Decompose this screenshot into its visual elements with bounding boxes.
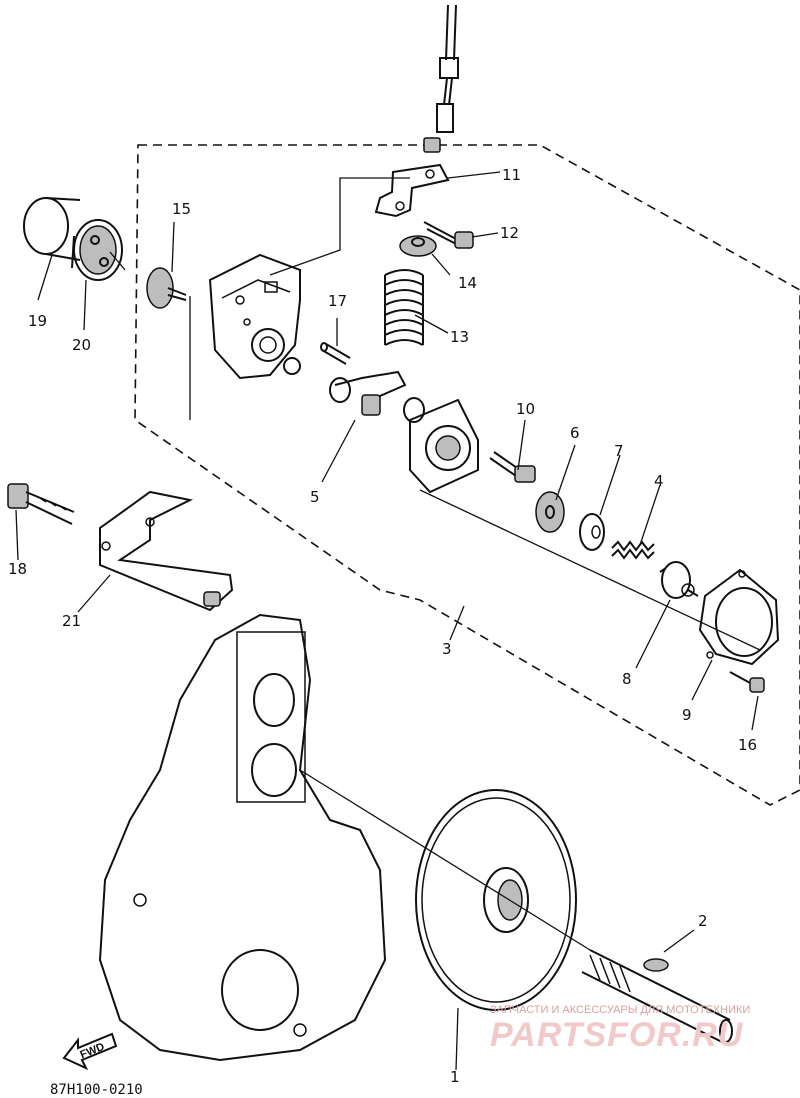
callout-8: 8 — [622, 670, 632, 688]
callout-11: 11 — [502, 166, 521, 184]
clip-7 — [579, 513, 605, 551]
callout-5: 5 — [310, 488, 320, 506]
pin-17 — [320, 342, 351, 365]
callout-13: 13 — [450, 328, 469, 346]
gear-shaft-8 — [659, 561, 699, 599]
callout-17: 17 — [328, 292, 347, 310]
spline-shaft — [581, 949, 733, 1043]
callout-4: 4 — [654, 472, 664, 490]
spring-13 — [384, 269, 424, 346]
washer-15 — [146, 267, 187, 309]
pulley-1 — [415, 789, 577, 1011]
governor-plate — [403, 397, 479, 494]
spring-4 — [611, 540, 655, 560]
callout-15: 15 — [172, 200, 191, 218]
callout-16: 16 — [738, 736, 757, 754]
callout-20: 20 — [72, 336, 91, 354]
bolt-10 — [489, 451, 536, 483]
cap-20 — [71, 219, 123, 281]
drum-19 — [23, 197, 81, 261]
callout-19: 19 — [28, 312, 47, 330]
bracket-11 — [374, 163, 450, 218]
callout-7: 7 — [614, 442, 624, 460]
callout-9: 9 — [682, 706, 692, 724]
assembly-boundary-dashed — [134, 144, 800, 806]
watermark-brand: PARTSFOR.RU — [490, 1016, 744, 1054]
callout-labels: 11 12 14 13 17 15 19 20 5 10 6 7 4 8 9 1… — [8, 166, 757, 1086]
callout-2: 2 — [698, 912, 708, 930]
key-2 — [643, 958, 669, 972]
diagram-code: 87H100-0210 — [50, 1082, 143, 1098]
callout-12: 12 — [500, 224, 519, 242]
callout-14: 14 — [458, 274, 477, 292]
leader-lines — [15, 171, 761, 1071]
callout-6: 6 — [570, 424, 580, 442]
callout-1: 1 — [450, 1068, 460, 1086]
collar-14 — [399, 235, 437, 257]
screw-16 — [729, 671, 765, 693]
cover-9 — [698, 568, 780, 666]
callout-21: 21 — [62, 612, 81, 630]
crankcase — [98, 613, 387, 1062]
governor-housing — [208, 253, 301, 380]
bracket-21 — [99, 490, 234, 612]
bolt-12 — [423, 221, 474, 249]
watermark-tagline: ЗАПЧАСТИ И АКСЕССУАРЫ ДЛЯ МОТОТЕХНИКИ — [490, 1004, 750, 1016]
fwd-arrow: FWD — [62, 1032, 118, 1071]
callout-18: 18 — [8, 560, 27, 578]
fwd-label: FWD — [78, 1041, 106, 1062]
shaft-lever-5 — [329, 370, 407, 416]
callout-3: 3 — [442, 640, 452, 658]
callout-10: 10 — [516, 400, 535, 418]
bolt-18 — [7, 483, 75, 525]
washer-6 — [535, 491, 565, 533]
throttle-cable — [423, 4, 459, 153]
